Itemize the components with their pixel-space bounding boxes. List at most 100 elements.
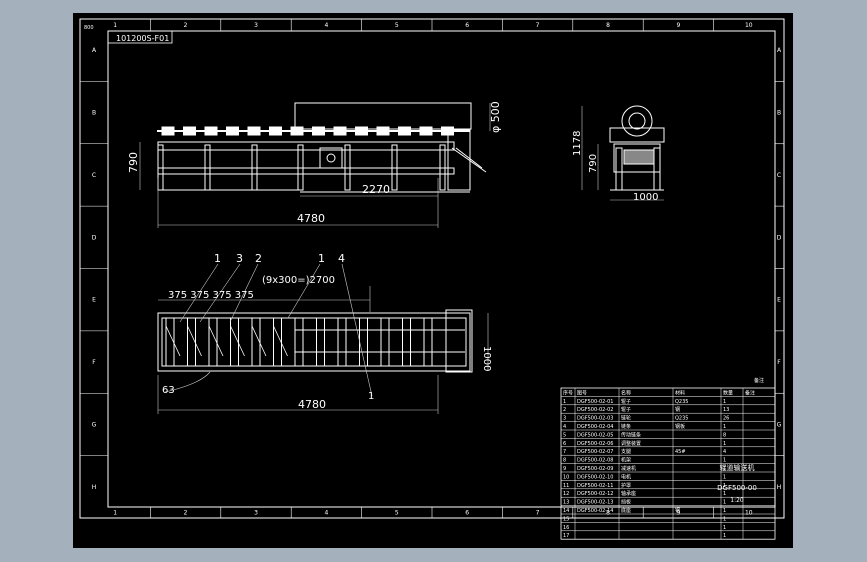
title-block-cell: 1 (723, 491, 726, 497)
title-block-cell: DGF500-02-09 (577, 466, 613, 472)
plan-roller (316, 317, 325, 367)
title-block-cell: 支腿 (621, 448, 631, 455)
zone-row-label: A (92, 47, 97, 54)
side-dim-width: 1000 (633, 192, 658, 203)
title-block-cell: DGF500-02-12 (577, 491, 613, 497)
title-block-cell: DGF500-02-02 (577, 407, 613, 413)
title-block-header-cell: 图号 (577, 390, 587, 396)
plan-view (157, 309, 473, 373)
title-block-cell: 16 (563, 525, 569, 531)
title-block-header-cell: 数量 (723, 389, 733, 396)
plan-dim-radius: 63 (162, 385, 175, 396)
title-block-cell: Q235 (675, 399, 688, 405)
side-dim-height: 790 (588, 154, 599, 173)
zone-col-label: 2 (184, 22, 188, 29)
title-block-cell: 1 (563, 399, 566, 405)
plan-end-drive (445, 309, 473, 373)
leader-2 (229, 263, 259, 323)
front-roller (226, 126, 239, 136)
title-block-cell: 1 (723, 466, 726, 472)
title-block-cell: 45# (675, 449, 686, 455)
title-block-cell: 15 (563, 516, 569, 522)
front-end-brace-2 (455, 147, 483, 169)
title-block-cell: 挡板 (621, 499, 631, 506)
front-motor (319, 147, 343, 169)
callout-2: 2 (255, 252, 262, 265)
zone-row-label: C (92, 172, 96, 179)
plan-roller (230, 317, 239, 367)
title-block-cell: DGF500-02-06 (577, 441, 613, 447)
title-block-cell: 1 (723, 458, 726, 464)
title-block-cell: 17 (563, 533, 569, 539)
front-dimensions (139, 103, 491, 228)
title-block-cell: 14 (563, 508, 569, 514)
title-block-cell: DGF500-02-10 (577, 474, 613, 480)
title-block-cell: 链轮 (621, 415, 631, 422)
front-roller (333, 126, 347, 136)
title-block-header-cell: 备注 (745, 389, 755, 396)
side-roller-outer (621, 105, 653, 137)
callout-1: 1 (214, 252, 221, 265)
zone-row-label: F (777, 359, 781, 366)
plan-callout-bottom: 1 (368, 391, 374, 402)
front-end-drive (447, 129, 471, 191)
leader-1 (179, 263, 219, 323)
front-leg (297, 144, 304, 191)
plan-chain-diag (230, 325, 245, 357)
plan-roller (251, 317, 261, 367)
zone-row-label: G (92, 421, 97, 428)
title-block-cell: DGF500-02-01 (577, 399, 613, 405)
title-block-header-cell: 材料 (675, 389, 685, 396)
title-block-cell: 1 (723, 500, 726, 506)
zone-col-label: 10 (745, 22, 753, 29)
title-block-cell: 3 (563, 416, 566, 422)
plan-roller (165, 317, 175, 367)
plan-dim-pitch: (9x300=)2700 (262, 275, 335, 286)
title-block-cell: 1 (723, 474, 726, 480)
callout-4: 4 (338, 252, 345, 265)
plan-roller (294, 317, 304, 367)
callout-3: 3 (236, 252, 243, 265)
zone-col-label: 1 (113, 22, 117, 29)
zone-col-label: 9 (676, 22, 680, 29)
corner-tag: 800 (84, 25, 94, 31)
front-roller (183, 126, 196, 136)
title-block-cell: 减速机 (621, 465, 636, 472)
zone-col-label: 7 (536, 510, 540, 517)
zone-row-label: C (777, 172, 781, 179)
title-block-cell: 1 (723, 525, 726, 531)
title-block-cell: DGF500-02-05 (577, 432, 613, 438)
side-roller-base (609, 127, 665, 143)
leader-3 (199, 263, 241, 323)
title-block-cell: 1 (723, 424, 726, 430)
zone-row-label: D (777, 234, 782, 241)
zone-col-label: 3 (254, 22, 258, 29)
plan-dim-radius-arc (164, 371, 211, 393)
zone-row-label: A (777, 47, 782, 54)
title-block-cell: 4 (723, 449, 726, 455)
plan-dim-spacing: 375 375 375 375 (168, 290, 254, 301)
plan-dim-total: 4780 (298, 398, 326, 411)
side-dim-overall: 1178 (572, 131, 583, 156)
plan-roller (187, 317, 196, 367)
title-block-cell: 8 (563, 458, 566, 464)
title-block-cell: Q235 (675, 416, 688, 422)
zone-col-label: 3 (254, 510, 258, 517)
zone-col-label: 5 (395, 510, 399, 517)
title-block-cell: DGF500-02-03 (577, 416, 613, 422)
front-roller (419, 126, 433, 136)
zone-row-label: G (777, 421, 782, 428)
side-dimensions (581, 106, 664, 201)
front-roller (290, 126, 304, 136)
plan-chain-diag (187, 325, 202, 357)
zone-row-label: E (92, 297, 96, 304)
front-end-brace (451, 147, 487, 173)
title-block-cell: 电机 (621, 473, 631, 480)
title-block-cell: 12 (563, 491, 569, 497)
zone-col-label: 6 (465, 22, 469, 29)
zone-col-label: 4 (324, 22, 328, 29)
zone-row-label: D (92, 234, 97, 241)
